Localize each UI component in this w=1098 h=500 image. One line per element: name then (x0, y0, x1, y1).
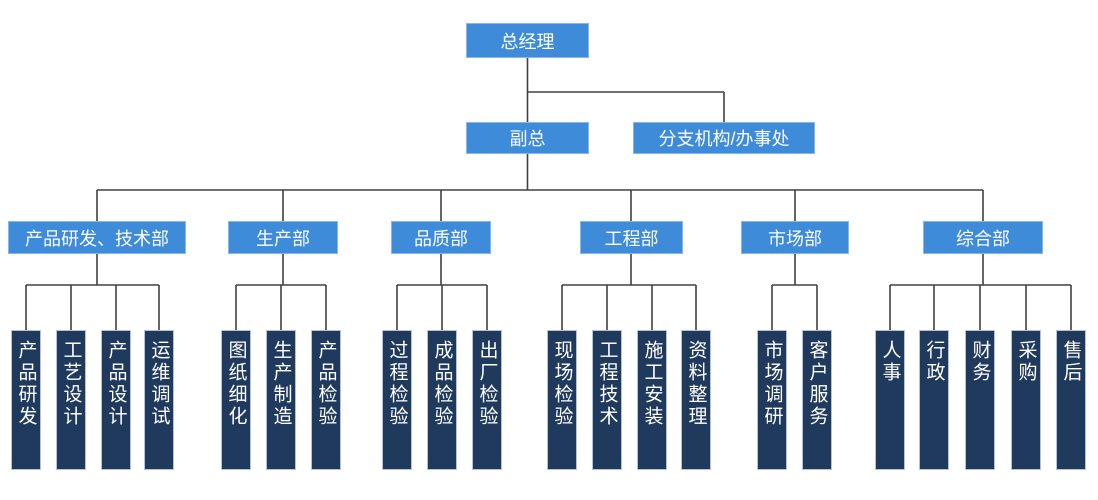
leaf-product-design: 产品设计 (101, 330, 131, 470)
leaf-label: 行政 (923, 340, 945, 384)
leaf-manufacturing: 生产制造 (266, 330, 296, 470)
leaf-label: 产品研发 (15, 340, 37, 428)
leaf-label: 成品检验 (431, 340, 453, 428)
leaf-finance: 财务 (965, 330, 995, 470)
leaf-label: 现场检验 (551, 340, 573, 428)
connector-dept-marketing (771, 254, 818, 330)
leaf-label: 市场调研 (761, 340, 783, 428)
dept-production: 生产部 (228, 221, 338, 254)
leaf-label: 图纸细化 (225, 340, 247, 428)
leaf-label: 出厂检验 (476, 340, 498, 428)
leaf-after-sales: 售后 (1056, 330, 1086, 470)
leaf-administration: 行政 (919, 330, 949, 470)
dept-engineering: 工程部 (580, 221, 683, 254)
leaf-process-design: 工艺设计 (56, 330, 86, 470)
connector-dept-quality (396, 254, 488, 330)
leaf-construction-installation: 施工安装 (637, 330, 667, 470)
leaf-hr: 人事 (875, 330, 905, 470)
connector-dept-general (889, 254, 1072, 330)
leaf-drawing-refinement: 图纸细化 (221, 330, 251, 470)
leaf-market-research: 市场调研 (757, 330, 787, 470)
leaf-label: 采购 (1015, 340, 1037, 384)
leaf-label: 生产制造 (270, 340, 292, 428)
leaf-label: 过程检验 (386, 340, 408, 428)
leaf-document-organizing: 资料整理 (681, 330, 711, 470)
leaf-label: 客户服务 (806, 340, 828, 428)
leaf-label: 售后 (1060, 340, 1082, 384)
node-branch-office: 分支机构/办事处 (633, 122, 815, 154)
leaf-customer-service: 客户服务 (802, 330, 832, 470)
leaf-procurement: 采购 (1011, 330, 1041, 470)
connector-root-level2 (526, 58, 725, 122)
dept-product-rnd-technology: 产品研发、技术部 (8, 221, 186, 254)
leaf-label: 运维调试 (148, 340, 170, 428)
leaf-outgoing-inspection: 出厂检验 (472, 330, 502, 470)
dept-quality: 品质部 (391, 221, 491, 254)
leaf-label: 工艺设计 (60, 340, 82, 428)
dept-marketing: 市场部 (741, 221, 849, 254)
leaf-onsite-inspection: 现场检验 (547, 330, 577, 470)
leaf-label: 产品检验 (315, 340, 337, 428)
leaf-process-inspection: 过程检验 (382, 330, 412, 470)
leaf-label: 工程技术 (596, 340, 618, 428)
dept-general-affairs: 综合部 (923, 221, 1043, 254)
leaf-om-debugging: 运维调试 (144, 330, 174, 470)
node-deputy-general-manager: 副总 (466, 122, 589, 154)
leaf-label: 人事 (879, 340, 901, 384)
connector-dept-rnd (25, 254, 160, 330)
connector-dept-production (235, 254, 327, 330)
leaf-product-inspection: 产品检验 (311, 330, 341, 470)
connector-deputy-departments (96, 154, 984, 221)
leaf-product-rnd: 产品研发 (11, 330, 41, 470)
connector-dept-engineering (561, 254, 697, 330)
leaf-label: 施工安装 (641, 340, 663, 428)
leaf-label: 产品设计 (105, 340, 127, 428)
leaf-label: 资料整理 (685, 340, 707, 428)
leaf-finished-goods-inspection: 成品检验 (427, 330, 457, 470)
leaf-label: 财务 (969, 340, 991, 384)
node-general-manager: 总经理 (466, 23, 589, 58)
leaf-engineering-technology: 工程技术 (592, 330, 622, 470)
